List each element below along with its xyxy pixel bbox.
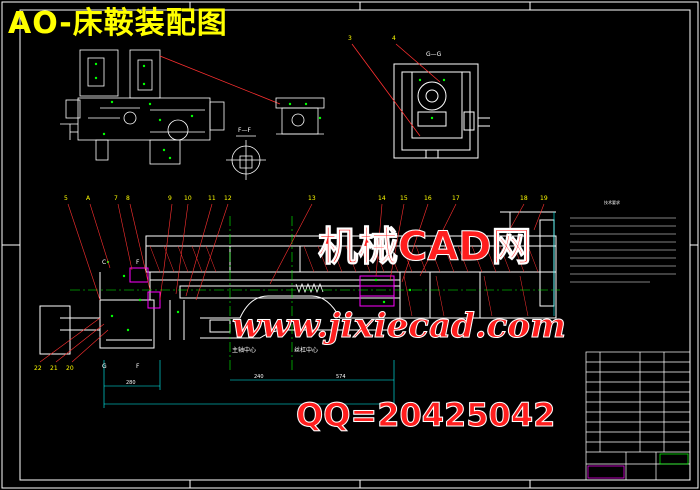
- title-block: [585, 351, 691, 481]
- section-label-g-left: G: [102, 363, 107, 370]
- part-callout-labels: 5 A 7 8 9 10 11 12 13 14 15 16 17 18 19 22 21 20: [34, 195, 548, 372]
- section-round: [226, 140, 266, 180]
- plan-view-markers: [94, 62, 194, 160]
- part-callout-11: 11: [208, 195, 216, 202]
- main-section-hatching: [149, 245, 539, 317]
- dimension-lines: [103, 212, 555, 408]
- plan-view: [60, 49, 225, 165]
- watermark-url: www.jixiecad.com: [232, 306, 567, 347]
- title-block-accents: [587, 453, 689, 479]
- dimension-574: 574: [336, 374, 346, 380]
- g-g-section-view: [393, 63, 490, 159]
- part-callout-13: 13: [308, 195, 316, 202]
- section-label-c-left: C: [102, 259, 106, 266]
- dimension-240: 240: [254, 374, 264, 380]
- part-callout-19: 19: [540, 195, 548, 202]
- main-section-body: [39, 211, 557, 355]
- part-callout-14: 14: [378, 195, 386, 202]
- technical-notes-heading: 技术要求: [604, 199, 620, 205]
- drawing-title: AO-床鞍装配图: [8, 6, 228, 41]
- part-callout-15: 15: [400, 195, 408, 202]
- part-callout-20: 20: [66, 365, 74, 372]
- technical-notes-lines: [570, 217, 676, 283]
- part-callout-21: 21: [50, 365, 58, 372]
- part-callout-8: 8: [126, 195, 130, 202]
- g-g-callout-leaders: [351, 43, 441, 137]
- plan-view-leader: [159, 55, 281, 105]
- section-label-f-f: F—F: [238, 127, 251, 134]
- part-callout-A: A: [86, 195, 91, 202]
- section-label-g-g: G—G: [426, 51, 442, 58]
- top-callout-3: 3: [348, 35, 352, 42]
- main-section-markers: [106, 260, 412, 332]
- part-callout-12: 12: [224, 195, 232, 202]
- dimension-280: 280: [126, 380, 136, 386]
- part-callout-10: 10: [184, 195, 192, 202]
- part-callout-22: 22: [34, 365, 42, 372]
- detail-view: [275, 97, 325, 135]
- part-callout-9: 9: [168, 195, 172, 202]
- part-callout-5: 5: [64, 195, 68, 202]
- section-label-f-right: F: [136, 363, 140, 370]
- watermark-site-name: 机械CAD网: [318, 224, 533, 271]
- g-g-markers: [418, 78, 446, 120]
- detail-markers: [288, 102, 322, 120]
- part-callout-7: 7: [114, 195, 118, 202]
- part-callout-16: 16: [424, 195, 432, 202]
- watermark-qq: QQ=20425042: [295, 396, 556, 435]
- part-callout-leaders: [39, 203, 545, 363]
- top-callout-4: 4: [392, 35, 396, 42]
- center-label-spindle: 主轴中心: [232, 346, 256, 354]
- section-label-f-left: F: [136, 259, 140, 266]
- part-callout-17: 17: [452, 195, 460, 202]
- part-callout-18: 18: [520, 195, 528, 202]
- main-section-spring: [295, 282, 324, 294]
- center-label-leadscrew: 丝杠中心: [294, 346, 318, 354]
